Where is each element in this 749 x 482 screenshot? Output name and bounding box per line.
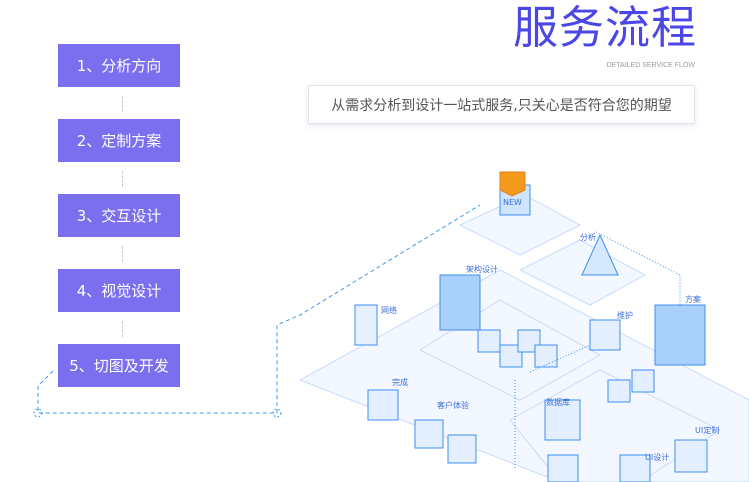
- network-panel: [354, 304, 378, 346]
- plan-stack: [654, 304, 706, 366]
- step-analysis[interactable]: 1、分析方向: [58, 44, 180, 87]
- cube-group: [367, 319, 708, 482]
- label-analysis: 分析: [580, 232, 596, 242]
- node-icon: [272, 408, 282, 418]
- step-development[interactable]: 5、切图及开发: [58, 344, 180, 387]
- label-database: 数据库: [546, 397, 570, 407]
- label-ui-custom: UI定制: [695, 425, 719, 435]
- slogan-box: 从需求分析到设计一站式服务,只关心是否符合您的期望: [308, 85, 695, 124]
- label-architecture: 架构设计: [466, 264, 498, 274]
- flow-dashed-line: [37, 204, 481, 414]
- label-maintenance: 维护: [617, 310, 633, 320]
- architecture-stack: [439, 274, 481, 331]
- label-network: 网络: [381, 305, 397, 315]
- step-plan[interactable]: 2、定制方案: [58, 119, 180, 162]
- label-plan: 方案: [685, 294, 701, 304]
- node-icon: [33, 408, 43, 418]
- label-customer-experience: 客户体验: [437, 400, 469, 410]
- logo-badge: [499, 171, 526, 197]
- step-interaction[interactable]: 3、交互设计: [58, 194, 180, 237]
- label-complete: 完成: [392, 377, 408, 387]
- label-ui-design: UI设计: [645, 452, 669, 462]
- page-title: 服务流程: [512, 1, 697, 54]
- platform: [518, 239, 647, 306]
- step-connector: [122, 246, 123, 262]
- page-subtitle: DETAILED SERVICE FLOW: [606, 62, 695, 69]
- step-connector: [122, 171, 123, 187]
- step-connector: [122, 96, 123, 112]
- new-badge: NEW: [503, 198, 522, 207]
- pyramid: [581, 233, 619, 276]
- step-connector: [122, 321, 123, 337]
- step-visual[interactable]: 4、视觉设计: [58, 269, 180, 312]
